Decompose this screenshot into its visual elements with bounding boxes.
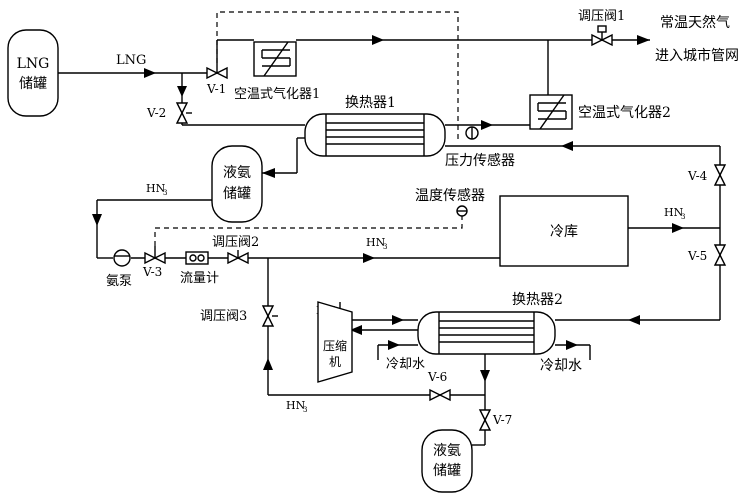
lng-tank-label-1: LNG bbox=[17, 56, 50, 72]
ammonia-tank-bottom-label-2: 储罐 bbox=[433, 463, 461, 479]
lng-flow-label: LNG bbox=[116, 53, 146, 68]
valve-v5[interactable] bbox=[713, 244, 727, 266]
svg-text:HN: HN bbox=[146, 182, 166, 195]
flowmeter-label: 流量计 bbox=[180, 271, 219, 286]
temperature-signal-line bbox=[154, 215, 463, 246]
svg-text:HN: HN bbox=[664, 206, 684, 219]
valve-v2[interactable] bbox=[175, 102, 192, 124]
vaporizer-1 bbox=[253, 41, 297, 77]
signal-lines bbox=[154, 11, 463, 246]
svg-text:HN: HN bbox=[286, 399, 306, 412]
temperature-sensor-label: 温度传感器 bbox=[415, 187, 485, 204]
valve-v1-label: V-1 bbox=[206, 82, 226, 96]
natural-gas-label-2: 进入城市管网 bbox=[655, 47, 739, 64]
ammonia-tank-bottom: 液氨 储罐 bbox=[421, 429, 473, 493]
cold-storage: 冷库 bbox=[499, 195, 629, 267]
ammonia-tank-top: 液氨 储罐 bbox=[211, 145, 263, 223]
pressure-sensor bbox=[465, 126, 479, 140]
cooling-water-in-label: 冷却水 bbox=[386, 357, 425, 372]
lng-tank: LNG 储罐 bbox=[7, 29, 59, 117]
pressure-valve-1-label: 调压阀1 bbox=[578, 9, 625, 24]
vaporizer-2-label: 空温式气化器2 bbox=[578, 105, 671, 121]
valve-v7-label: V-7 bbox=[492, 413, 512, 427]
compressor-label-2: 机 bbox=[329, 355, 341, 369]
valve-v3-label: V-3 bbox=[142, 265, 162, 279]
hn3-label-5: HN 3 bbox=[286, 399, 307, 414]
svg-text:3: 3 bbox=[163, 189, 167, 197]
hn3-label-2: HN 3 bbox=[366, 236, 387, 251]
heat-exchanger-1 bbox=[304, 113, 446, 157]
hn3-label-3: HN 3 bbox=[664, 206, 685, 221]
svg-text:HN: HN bbox=[366, 236, 386, 249]
ammonia-tank-top-label-2: 储罐 bbox=[223, 186, 251, 202]
pressure-sensor-label: 压力传感器 bbox=[445, 152, 515, 169]
svg-text:3: 3 bbox=[383, 243, 387, 251]
pressure-signal-line bbox=[216, 11, 459, 140]
flowmeter bbox=[185, 251, 209, 265]
ammonia-tank-top-label-1: 液氨 bbox=[223, 165, 251, 181]
arrow-lng-flow bbox=[144, 68, 156, 78]
hn3-label-1: HN 3 bbox=[146, 182, 167, 197]
valve-v7[interactable] bbox=[478, 409, 492, 431]
flow-arrows bbox=[92, 35, 684, 382]
heat-exchanger-1-label: 换热器1 bbox=[345, 94, 396, 111]
cooling-water-out-label: 冷却水 bbox=[540, 358, 582, 374]
valve-v2-label: V-2 bbox=[146, 106, 166, 120]
lng-tank-label-2: 储罐 bbox=[19, 76, 47, 92]
valve-v5-label: V-5 bbox=[687, 249, 707, 263]
pressure-valve-3-label: 调压阀3 bbox=[200, 309, 247, 324]
ammonia-tank-bottom-label-1: 液氨 bbox=[433, 443, 461, 459]
heat-exchanger-2-label: 换热器2 bbox=[512, 291, 563, 308]
compressor-label-1: 压缩 bbox=[323, 338, 347, 353]
temperature-sensor bbox=[456, 205, 468, 217]
compressor: 压缩 机 bbox=[317, 301, 353, 383]
pressure-valve-3[interactable] bbox=[261, 305, 278, 327]
valve-v1[interactable] bbox=[206, 66, 228, 80]
cold-storage-label: 冷库 bbox=[550, 224, 578, 240]
ammonia-pump bbox=[113, 249, 131, 267]
svg-text:3: 3 bbox=[681, 213, 685, 221]
valve-v6-label: V-6 bbox=[427, 370, 447, 384]
pressure-valve-2-label: 调压阀2 bbox=[212, 235, 259, 250]
pressure-valve-1[interactable] bbox=[591, 25, 613, 47]
valve-v4-label: V-4 bbox=[687, 169, 708, 183]
heat-exchanger-2 bbox=[417, 311, 556, 355]
vaporizer-2 bbox=[529, 94, 573, 130]
svg-text:3: 3 bbox=[303, 406, 307, 414]
valve-v4[interactable] bbox=[713, 164, 727, 186]
vaporizer-1-label: 空温式气化器1 bbox=[234, 86, 320, 102]
valve-v6[interactable] bbox=[429, 388, 451, 402]
valve-v3[interactable] bbox=[144, 246, 166, 265]
pressure-valve-2[interactable] bbox=[227, 250, 249, 265]
ammonia-pump-label: 氨泵 bbox=[106, 274, 132, 289]
natural-gas-label-1: 常温天然气 bbox=[660, 14, 730, 31]
